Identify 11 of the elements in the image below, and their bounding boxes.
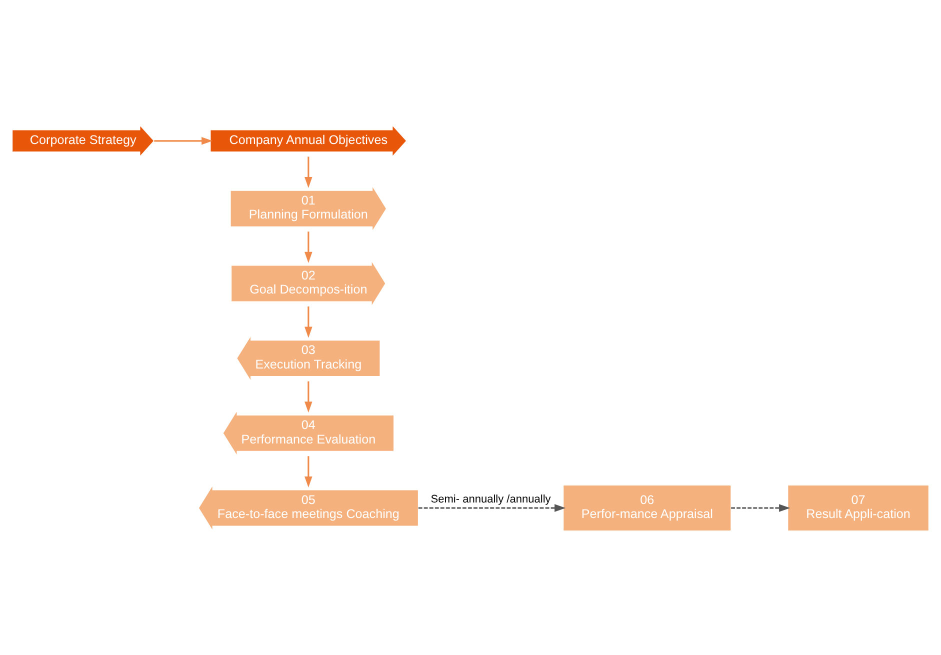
node-box: 07 Result Appli-cation	[787, 484, 930, 531]
node-box: 06 Perfor-mance Appraisal	[562, 484, 732, 531]
edge-label: Semi- annually /annually	[430, 493, 551, 506]
arrow	[731, 504, 790, 512]
arrow	[304, 456, 312, 487]
arrow	[304, 231, 312, 262]
arrow	[304, 380, 312, 412]
arrow	[154, 136, 213, 144]
arrow	[418, 504, 566, 512]
arrow	[304, 306, 312, 338]
arrow	[304, 156, 312, 188]
